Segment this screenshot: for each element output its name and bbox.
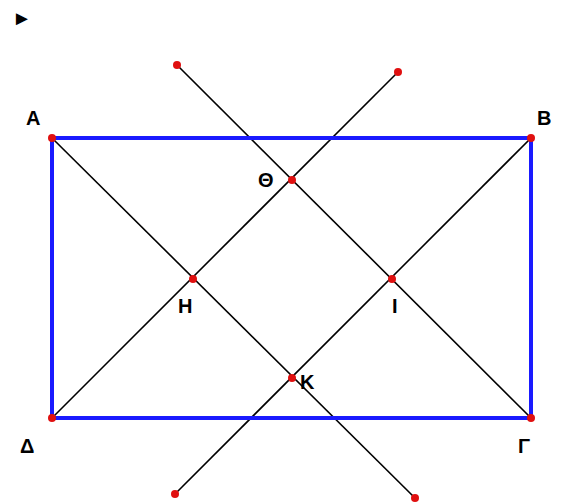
bullet-marker: ►	[12, 8, 32, 28]
bisector-lines	[52, 65, 531, 498]
point	[388, 275, 396, 283]
point	[288, 374, 296, 382]
point-label: Δ	[20, 436, 34, 456]
point	[173, 61, 181, 69]
point	[527, 134, 535, 142]
bisector-line	[177, 65, 531, 418]
point	[527, 414, 535, 422]
point-label: Α	[26, 108, 40, 128]
point	[48, 134, 56, 142]
bisector-line	[52, 72, 398, 418]
point-label: Κ	[300, 372, 314, 392]
point-label: Θ	[258, 170, 274, 190]
point	[48, 414, 56, 422]
point-label: Ι	[392, 296, 398, 316]
point	[189, 275, 197, 283]
rectangle	[52, 138, 531, 418]
point-label: Η	[178, 296, 192, 316]
bisector-line	[175, 138, 531, 494]
bisector-line	[52, 138, 415, 498]
point-label: Γ	[518, 436, 530, 456]
point	[288, 176, 296, 184]
points	[48, 61, 535, 502]
point	[171, 490, 179, 498]
point	[394, 68, 402, 76]
point-label: Β	[537, 108, 551, 128]
point	[411, 494, 419, 502]
